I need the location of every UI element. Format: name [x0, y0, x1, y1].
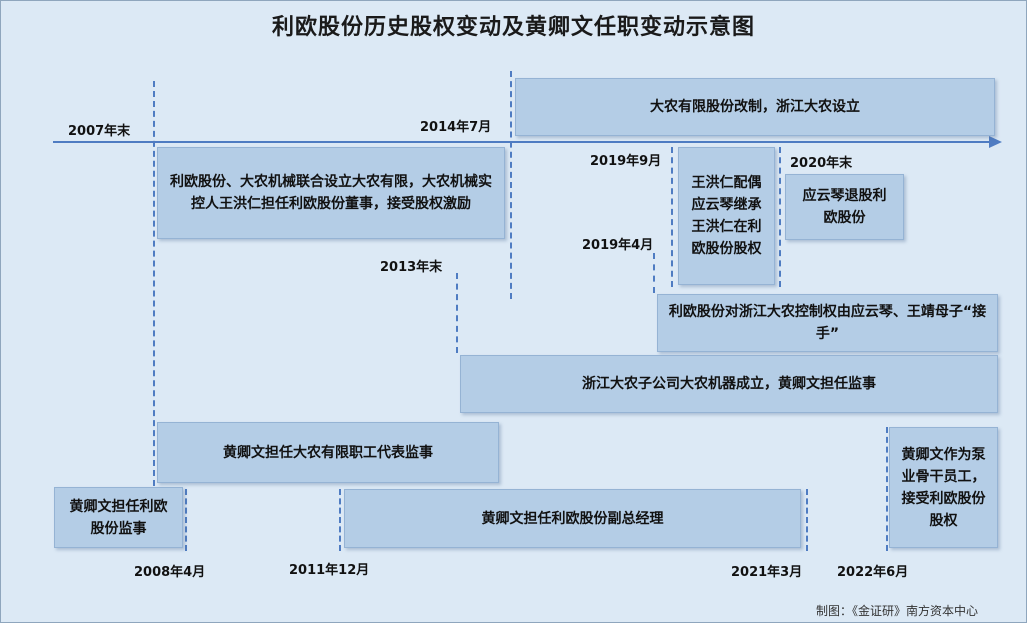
- event-core-staff: 黄卿文作为泵业骨干员工，接受利欧股份股权: [889, 427, 998, 548]
- date-label-2019-4: 2019年4月: [582, 238, 654, 253]
- connector-2007: [153, 81, 155, 486]
- event-spouse-inherit: 王洪仁配偶应云琴继承王洪仁在利欧股份股权: [678, 147, 775, 285]
- connector-2020: [779, 147, 781, 287]
- connector-2019-9: [671, 147, 673, 287]
- date-label-2020: 2020年末: [790, 156, 853, 171]
- connector-2021: [806, 489, 808, 551]
- credit-text: 制图：《金证研》南方资本中心: [815, 604, 978, 618]
- event-staff-supervisor: 黄卿文担任大农有限职工代表监事: [157, 422, 499, 483]
- timeline-arrow-icon: [989, 136, 1002, 148]
- date-label-2008: 2008年4月: [134, 565, 206, 580]
- date-label-2022: 2022年6月: [837, 565, 909, 580]
- date-label-2013: 2013年末: [380, 260, 443, 275]
- connector-2008: [185, 489, 187, 551]
- timeline-axis: [53, 141, 993, 143]
- event-subsidiary: 浙江大农子公司大农机器成立，黄卿文担任监事: [460, 355, 998, 413]
- connector-2022: [886, 427, 888, 551]
- event-exit: 应云琴退股利欧股份: [785, 174, 904, 240]
- connector-2019-4: [653, 253, 655, 293]
- date-label-2007: 2007年末: [68, 124, 131, 139]
- event-restructure: 大农有限股份改制，浙江大农设立: [515, 78, 995, 136]
- event-vice-gm: 黄卿文担任利欧股份副总经理: [344, 489, 801, 548]
- diagram-title: 利欧股份历史股权变动及黄卿文任职变动示意图: [271, 15, 755, 40]
- date-label-2021: 2021年3月: [731, 565, 803, 580]
- date-label-2019-9: 2019年9月: [590, 154, 662, 169]
- connector-2013: [456, 273, 458, 353]
- date-label-2014: 2014年7月: [420, 120, 492, 135]
- event-supervisor: 黄卿文担任利欧股份监事: [54, 487, 183, 548]
- connector-2011: [339, 489, 341, 551]
- event-jointly-founded: 利欧股份、大农机械联合设立大农有限，大农机械实控人王洪仁担任利欧股份董事，接受股…: [157, 147, 505, 239]
- date-label-2011: 2011年12月: [289, 563, 370, 578]
- connector-2014: [510, 71, 512, 299]
- event-handover: 利欧股份对浙江大农控制权由应云琴、王靖母子“接手”: [657, 294, 998, 352]
